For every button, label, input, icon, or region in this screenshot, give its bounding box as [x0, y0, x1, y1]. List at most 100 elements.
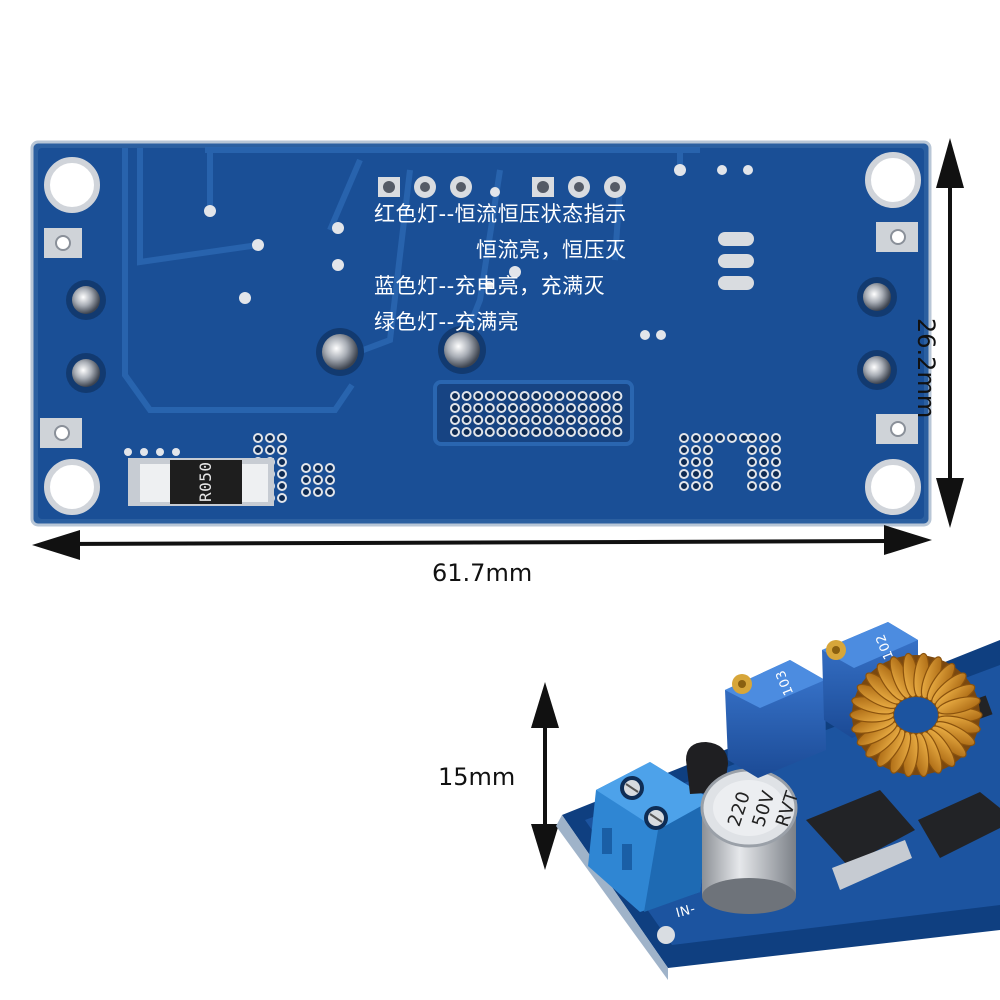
via: [703, 469, 713, 479]
coil-winding: [849, 707, 895, 723]
coil-winding: [926, 662, 956, 702]
square-pads: [40, 222, 918, 448]
via: [496, 391, 507, 401]
via: [461, 403, 472, 413]
pcb-top-view: [30, 138, 964, 560]
via: [600, 403, 611, 413]
via: [771, 469, 781, 479]
via: [589, 403, 600, 413]
via: [325, 487, 335, 497]
coil-winding: [934, 683, 976, 709]
silkscreen-green-led: 绿色灯--充满亮: [374, 310, 520, 334]
via: [747, 469, 757, 479]
via: [566, 391, 576, 401]
via: [519, 427, 530, 437]
via: [277, 433, 287, 443]
via: [679, 469, 689, 479]
via: [325, 463, 335, 473]
via: [554, 415, 565, 425]
mounting-holes: [44, 152, 921, 515]
via: [554, 403, 565, 413]
header-pads: [378, 176, 626, 198]
coil-winding: [876, 662, 906, 702]
via: [554, 391, 565, 401]
via: [566, 415, 576, 425]
screw-terminal-block: [588, 762, 712, 912]
via: [301, 475, 311, 485]
pot1-marking: 103: [773, 667, 798, 698]
via: [531, 403, 542, 413]
via: [703, 445, 713, 455]
via: [484, 415, 495, 425]
via: [715, 433, 725, 443]
thickness-dimension-arrow: [531, 682, 559, 870]
via: [277, 469, 287, 479]
via: [519, 403, 530, 413]
pad-stack: [718, 232, 754, 290]
via: [577, 403, 588, 413]
via: [703, 457, 713, 467]
via: [301, 487, 311, 497]
vias: [204, 164, 753, 340]
coil-winding: [889, 731, 912, 774]
via: [703, 433, 713, 443]
coil-winding: [936, 715, 981, 734]
via: [691, 457, 701, 467]
via: [679, 433, 689, 443]
via: [519, 415, 530, 425]
via: [600, 427, 611, 437]
via: [473, 427, 484, 437]
via: [461, 427, 472, 437]
via: [747, 457, 757, 467]
via: [589, 427, 600, 437]
via: [450, 403, 460, 413]
via: [496, 403, 507, 413]
via: [679, 481, 689, 491]
via: [747, 481, 757, 491]
trim-potentiometer-2: [822, 622, 918, 738]
via: [542, 427, 553, 437]
via: [484, 427, 495, 437]
via: [577, 427, 588, 437]
coil-winding: [865, 725, 901, 758]
via: [747, 433, 757, 443]
via: [566, 427, 576, 437]
via: [759, 481, 769, 491]
via: [612, 427, 623, 437]
via: [313, 487, 323, 497]
coil-winding: [865, 672, 901, 705]
coil-winding: [913, 732, 930, 778]
width-dimension-label: 61.7mm: [432, 559, 533, 587]
coil-winding: [851, 715, 896, 734]
small-chip: [957, 695, 993, 725]
via: [508, 427, 518, 437]
via: [473, 391, 484, 401]
via: [771, 481, 781, 491]
via: [759, 433, 769, 443]
via: [313, 475, 323, 485]
silkscreen-blue-led: 蓝色灯--充电亮，充满灭: [374, 274, 606, 298]
via: [496, 415, 507, 425]
mosfet: [918, 792, 1000, 858]
via: [589, 391, 600, 401]
solder-joints: [66, 277, 897, 393]
coil-winding: [937, 707, 983, 723]
coil-winding: [926, 728, 956, 768]
pot2-marking: 102: [873, 631, 898, 662]
via: [747, 445, 757, 455]
via: [508, 391, 518, 401]
via: [612, 403, 623, 413]
via: [759, 457, 769, 467]
via: [612, 391, 623, 401]
via: [554, 427, 565, 437]
via: [771, 433, 781, 443]
via: [450, 391, 460, 401]
coil-winding: [856, 683, 898, 709]
via: [703, 481, 713, 491]
thickness-dimension-label: 15mm: [438, 763, 516, 791]
via: [277, 445, 287, 455]
via: [566, 403, 576, 413]
via: [531, 427, 542, 437]
coil-winding: [920, 731, 943, 774]
coil-winding: [889, 656, 912, 699]
